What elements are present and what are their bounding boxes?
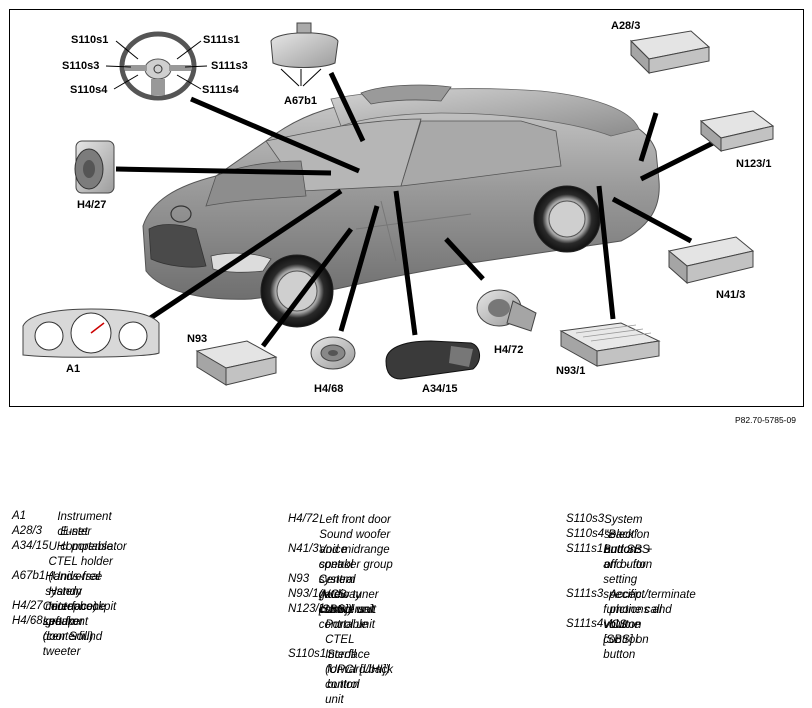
label-s110s1: S110s1 — [71, 34, 109, 46]
legend-description: Central gateway control unit — [318, 574, 375, 616]
legend-code: A28/3 — [12, 525, 43, 537]
microphone-group-icon — [270, 22, 339, 87]
figure-drawing — [22, 22, 775, 386]
voice-control-unit-icon — [667, 236, 755, 285]
legend-code: A34/15 — [12, 540, 49, 552]
legend-description: Center cockpit speaker (centerfill) — [42, 601, 117, 643]
label-n41-3: N41/3 — [716, 289, 746, 301]
legend-row: A1 Instrument cluster — [12, 510, 126, 540]
legend-code: S110s1 — [288, 648, 327, 660]
legend-code: N93/1 — [288, 588, 319, 600]
steering-callouts — [105, 40, 208, 90]
legend-description: Audio tuner control unit — [319, 589, 379, 616]
leader-lines — [115, 71, 715, 348]
label-a28-3: A28/3 — [611, 20, 641, 32]
legend-description: VCS [SBS] on button — [603, 619, 649, 661]
legend-code: H4/27 — [12, 600, 43, 612]
legend-description: System selection button — [604, 514, 650, 556]
legend-code: S111s3 — [566, 588, 604, 600]
figure-reference: P82.70-5785-09 — [735, 415, 796, 425]
label-h4-72: H4/72 — [494, 344, 524, 356]
legend-code: S111s4 — [566, 618, 604, 630]
legend-row: N93 Central gateway control unit — [288, 573, 391, 618]
label-h4-68: H4/68 — [314, 383, 344, 395]
legend-code: N93 — [288, 573, 310, 585]
woofer-speaker-icon — [476, 289, 537, 332]
legend-code: S110s3 — [566, 513, 605, 525]
legend-description: "Back" and SBS off button — [604, 529, 653, 571]
component-location-figure: S110s1 S111s1 S110s3 S111s3 S110s4 S111s… — [9, 9, 804, 407]
label-s110s3: S110s3 — [62, 60, 100, 72]
upci-control-unit-icon — [699, 110, 775, 153]
label-s111s3: S111s3 — [211, 60, 248, 72]
central-gateway-unit-icon — [195, 340, 278, 386]
label-a67b1: A67b1 — [284, 95, 318, 107]
legend-code: H4/68 — [12, 615, 43, 627]
legend-code: S111s1 — [566, 543, 604, 555]
legend-code: S110s4 — [566, 528, 605, 540]
label-n123-1: N123/1 — [736, 158, 772, 170]
legend-code: N123/1 — [288, 603, 326, 615]
legend-description: Voice control system (VCS [SBS]) control… — [318, 544, 375, 631]
center-speaker-icon — [74, 140, 115, 194]
label-a34-15: A34/15 — [422, 383, 458, 395]
legend-row: S110s4"Back" and SBS off button — [566, 528, 660, 573]
tweeter-speaker-icon — [310, 336, 356, 370]
legend-description: Hands-free system microphone group — [45, 571, 106, 628]
legend-description: Scroll forward/back button — [327, 649, 393, 691]
legend-code: A1 — [12, 510, 27, 522]
legend-description: Instrument cluster — [57, 511, 112, 538]
legend-row: A28/3 E-net compensator — [12, 525, 138, 555]
legend-description: Accept/terminate phone call button — [609, 589, 696, 631]
legend-description: UHI portable CTEL holder (Universal Hand… — [48, 541, 114, 613]
audio-tuner-unit-icon — [559, 322, 661, 367]
label-s110s4: S110s4 — [70, 84, 108, 96]
legend-code: A67b1 — [12, 570, 46, 582]
legend-code: N41/3 — [288, 543, 319, 555]
label-s111s1: S111s1 — [203, 34, 240, 46]
label-n93-1: N93/1 — [556, 365, 586, 377]
ctel-holder-icon — [385, 340, 480, 380]
car-illustration — [142, 84, 660, 328]
legend-description: Left front door Sound tweeter — [42, 616, 103, 658]
legend-description: Buttons + and - for setting specific fun… — [603, 544, 672, 646]
label-n93: N93 — [187, 333, 208, 345]
steering-wheel-icon — [119, 31, 197, 101]
legend-code: H4/72 — [288, 513, 319, 525]
legend-row: S111s3 Accept/terminate phone call button — [566, 588, 712, 633]
label-a1: A1 — [66, 363, 81, 375]
label-h4-27: H4/27 — [77, 199, 107, 211]
label-s111s4: S111s4 — [202, 84, 239, 96]
enet-compensator-icon — [629, 30, 711, 75]
legend-description: E-net compensator — [60, 526, 127, 553]
instrument-cluster-icon — [22, 308, 160, 358]
legend-description: Left front door Sound woofer and midrang… — [319, 514, 393, 571]
